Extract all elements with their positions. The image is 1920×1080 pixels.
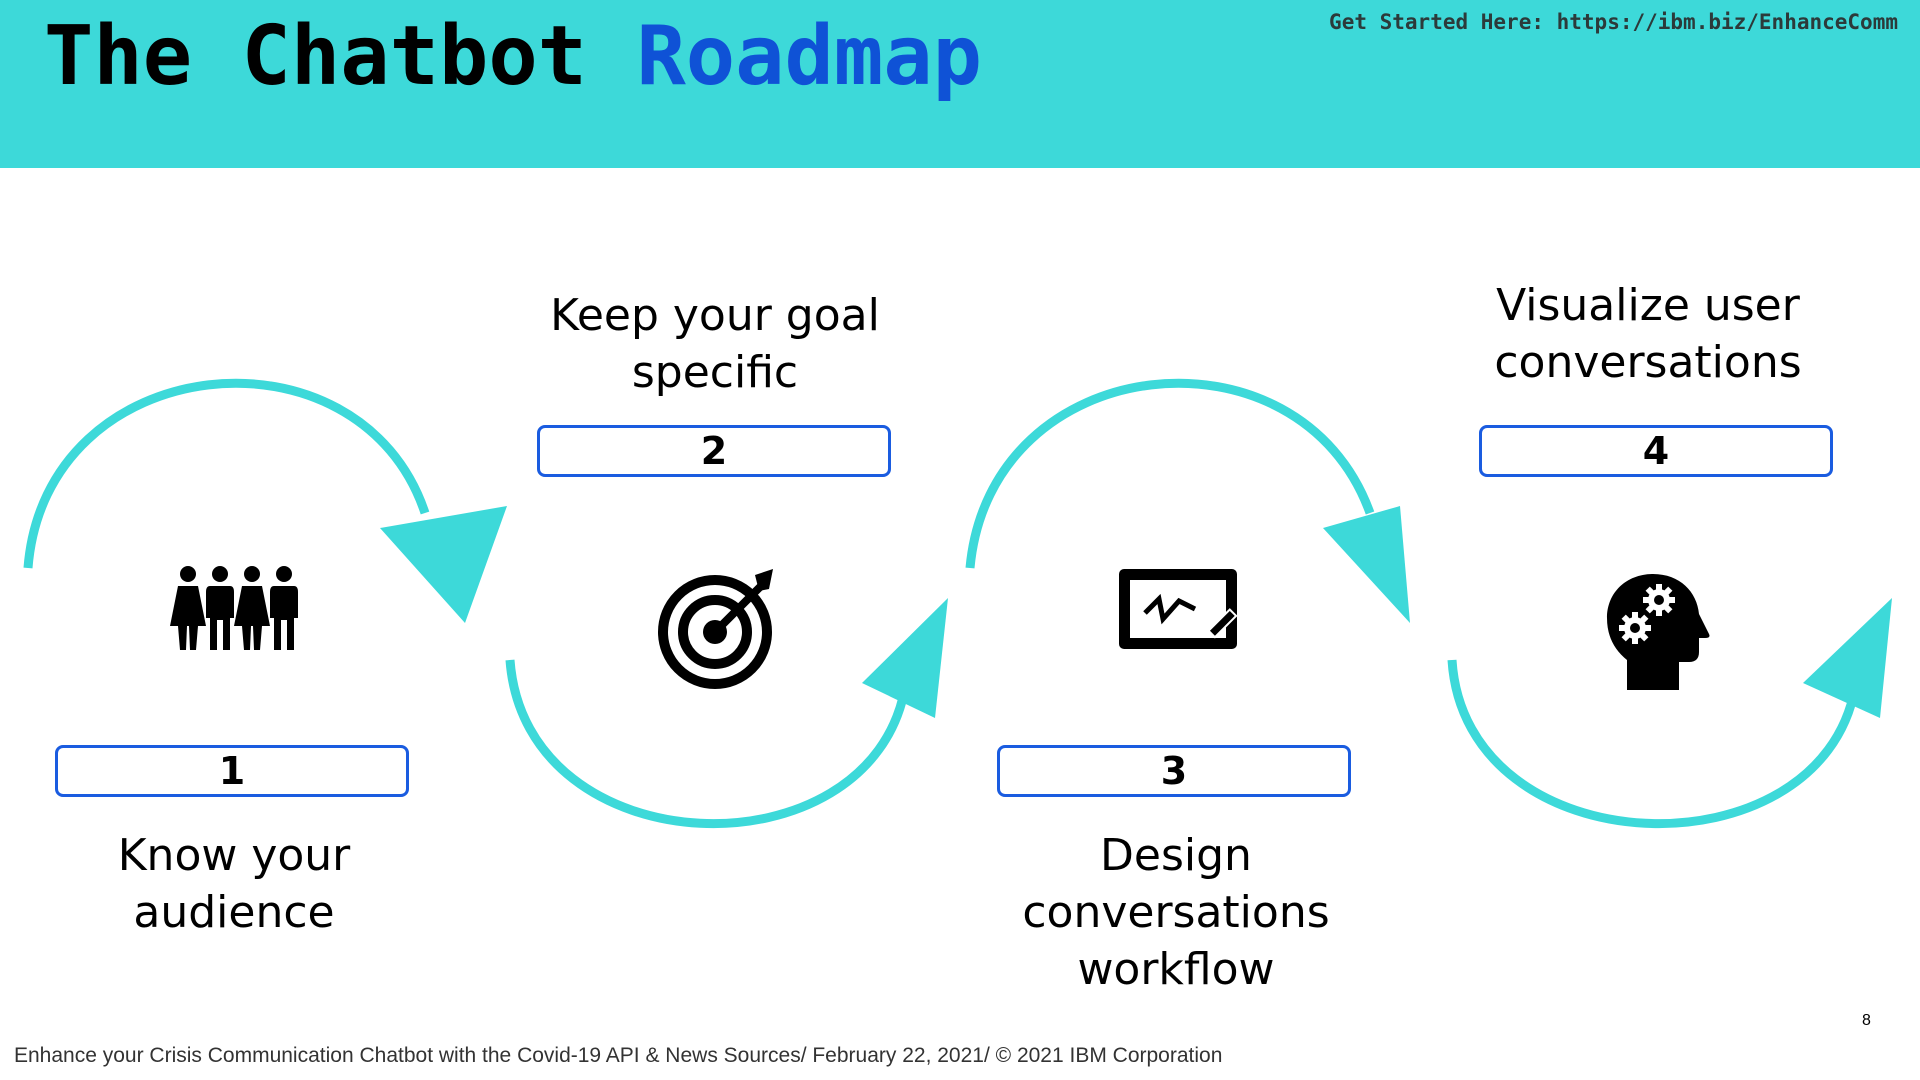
step-3-label: Design conversations workflow	[1022, 830, 1330, 995]
people-group-icon	[170, 566, 298, 650]
roadmap-arrows	[23, 378, 1892, 829]
arrow-arc-1	[23, 378, 430, 569]
step-2-number: 2	[537, 425, 891, 477]
step-1-label: Know your audience	[117, 830, 351, 938]
arrowhead-1	[380, 506, 507, 623]
title-accent: Roadmap	[636, 9, 983, 104]
arrow-arc-4	[1447, 659, 1860, 829]
step-1-number: 1	[55, 745, 409, 797]
step-3-number: 3	[997, 745, 1351, 797]
header-banner: The Chatbot Roadmap Get Started Here: ht…	[0, 0, 1920, 168]
get-started-link[interactable]: Get Started Here: https://ibm.biz/Enhanc…	[1329, 10, 1898, 34]
arrowhead-2	[862, 598, 948, 718]
whiteboard-icon	[1119, 569, 1238, 649]
page-number: 8	[1862, 1012, 1871, 1029]
step-2-label: Keep your goal specific	[550, 290, 880, 398]
footer-text: Enhance your Crisis Communication Chatbo…	[14, 1044, 1223, 1067]
step-4-label: Visualize user conversations	[1494, 280, 1802, 388]
arrowhead-3	[1323, 506, 1410, 623]
title-main: The Chatbot	[44, 9, 588, 104]
arrowhead-4	[1803, 598, 1892, 718]
step-4-number: 4	[1479, 425, 1833, 477]
target-arrow-icon	[658, 569, 773, 689]
head-gears-icon	[1607, 574, 1710, 690]
slide-title: The Chatbot Roadmap	[44, 2, 982, 112]
arrow-arc-2	[505, 659, 910, 829]
arrow-arc-3	[965, 378, 1375, 569]
